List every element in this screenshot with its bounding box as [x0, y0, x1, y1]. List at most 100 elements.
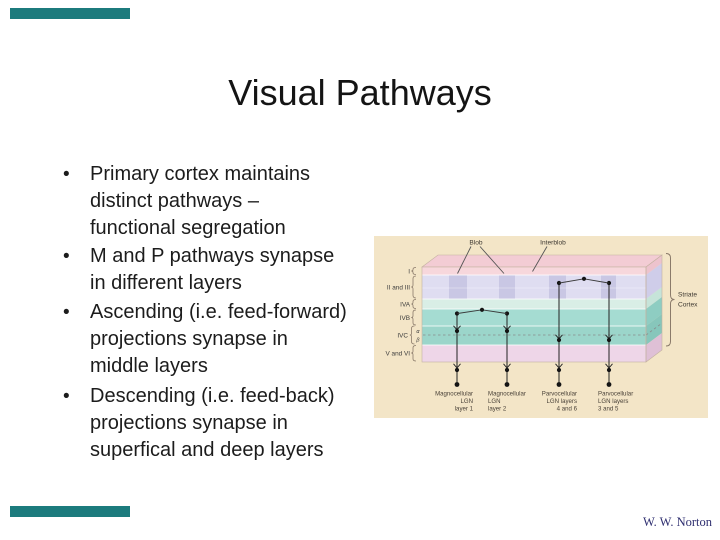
bullet-line: M and P pathways synapse [90, 245, 335, 267]
lgn-label: Magnocellular [435, 391, 473, 398]
bullet-line: functional segregation [90, 217, 286, 239]
cortex-figure: Blob Interblob I II and III IVA IVB IVC … [374, 236, 708, 418]
layer-I [422, 267, 646, 275]
magno-pathway-2 [503, 311, 511, 387]
blob-pointer-line [479, 246, 505, 274]
sublayer-alpha-label: α [416, 329, 420, 335]
publisher-credit: W. W. Norton [643, 515, 712, 529]
synapse-dot [556, 280, 562, 286]
connector-line [457, 309, 483, 314]
lgn-cell-dot [606, 382, 612, 387]
synapse-fork [555, 363, 563, 369]
blob-pointer-line [457, 246, 472, 274]
relay-dot [504, 367, 510, 373]
magno-ivb-connection [457, 307, 507, 314]
lgn-label: layer 1 [455, 406, 474, 413]
brace-layer-IVA [411, 299, 417, 309]
sublayer-beta-label: β [415, 338, 420, 344]
lgn-label: LGN [460, 398, 473, 405]
bullet-icon: • [63, 246, 70, 267]
blob-column [549, 275, 566, 299]
parvo-pathway-2 [605, 280, 613, 387]
side-layer-IVA [646, 287, 662, 309]
striate-brace-path [665, 253, 675, 347]
layer-label-II-III: II and III [387, 284, 410, 291]
bullet-icon: • [63, 164, 70, 185]
lgn-label: 3 and 5 [598, 406, 619, 413]
synapse-fork [453, 363, 461, 369]
bullet-line: distinct pathways – [90, 190, 259, 212]
synapse-dot [581, 276, 587, 281]
layer-label-IVA: IVA [400, 301, 411, 308]
bullet-line: in different layers [90, 272, 242, 294]
page-title: Visual Pathways [228, 72, 492, 113]
slab-side-outline [645, 254, 663, 363]
brace-layer-II-III [411, 275, 417, 299]
layer-IVA [422, 299, 646, 309]
layer-label-V-VI: V and VI [385, 350, 410, 357]
side-layer-IVC [646, 314, 662, 345]
parvo-pathway-1 [555, 280, 563, 387]
blob-column [499, 275, 515, 299]
layer-labels: I II and III IVA IVB IVC V and VI α β [385, 267, 420, 362]
lgn-label: LGN layers [598, 398, 628, 405]
layer-IVC [422, 326, 646, 345]
blob-pointers: Blob Interblob [457, 240, 566, 274]
synapse-dot [504, 311, 510, 316]
bullet-line: superfical and deep layers [90, 439, 324, 461]
connector-line [583, 278, 609, 284]
synapse-fork [605, 363, 613, 369]
lgn-cell-dot [504, 382, 510, 387]
ivc-sublayer-dashed-line [645, 323, 662, 336]
lgn-label: 4 and 6 [557, 406, 578, 413]
connector-line [559, 278, 585, 284]
lgn-cell-dot [556, 382, 562, 387]
side-layer-IVB [646, 297, 662, 326]
blob-column [449, 275, 467, 299]
bullet-line: Ascending (i.e. feed-forward) [90, 301, 347, 323]
brace-layer-IVB [411, 309, 417, 326]
parvo-ii-iii-connection [559, 276, 609, 284]
lgn-labels: Magnocellular LGN layer 1 Magnocellular … [435, 391, 633, 413]
relay-dot [454, 367, 460, 373]
striate-label-line1: Striate [678, 292, 697, 299]
bullet-line: Primary cortex maintains [90, 163, 311, 185]
bullet-icon: • [63, 302, 70, 323]
bullet-icon: • [63, 386, 70, 407]
bullet-line: projections synapse in [90, 328, 288, 350]
striate-label-line2: Cortex [678, 302, 698, 309]
lgn-label: Magnocellular [488, 391, 526, 398]
synapse-dot [606, 280, 612, 286]
brace-layer-I [411, 267, 417, 275]
lgn-cell-dot [454, 382, 460, 387]
striate-cortex-brace: Striate Cortex [665, 253, 698, 347]
brace-layer-V-VI [411, 345, 417, 362]
synapse-dot [504, 328, 510, 334]
bullet-line: Descending (i.e. feed-back) [90, 385, 335, 407]
layer-label-IVC: IVC [397, 332, 408, 339]
list-item: • Primary cortex maintains distinct path… [63, 161, 310, 242]
magno-pathway-1 [453, 311, 461, 387]
list-item: • M and P pathways synapse in different … [63, 243, 334, 297]
accent-bar-bottom-left [10, 506, 130, 517]
layer-label-I: I [408, 268, 410, 275]
lgn-label: Parvocellular [598, 391, 633, 398]
interblob-pointer-line [532, 246, 548, 272]
interblob-label: Interblob [540, 240, 566, 247]
synapse-fork [503, 363, 511, 369]
accent-bar-top-left [10, 8, 130, 19]
lgn-label: Parvocellular [542, 391, 577, 398]
lgn-label: layer 2 [488, 406, 507, 413]
bullet-line: projections synapse in [90, 412, 288, 434]
layer-IVB [422, 309, 646, 326]
slab-top-face [421, 254, 663, 268]
list-item: • Ascending (i.e. feed-forward) projecti… [63, 299, 347, 380]
connector-line [481, 309, 507, 314]
cortex-slab [421, 254, 663, 363]
layer-label-IVB: IVB [400, 315, 410, 322]
list-item: • Descending (i.e. feed-back) projection… [63, 383, 335, 464]
cortex-figure-svg: Blob Interblob I II and III IVA IVB IVC … [385, 240, 698, 413]
side-layer-I [646, 255, 662, 275]
relay-dot [606, 367, 612, 373]
